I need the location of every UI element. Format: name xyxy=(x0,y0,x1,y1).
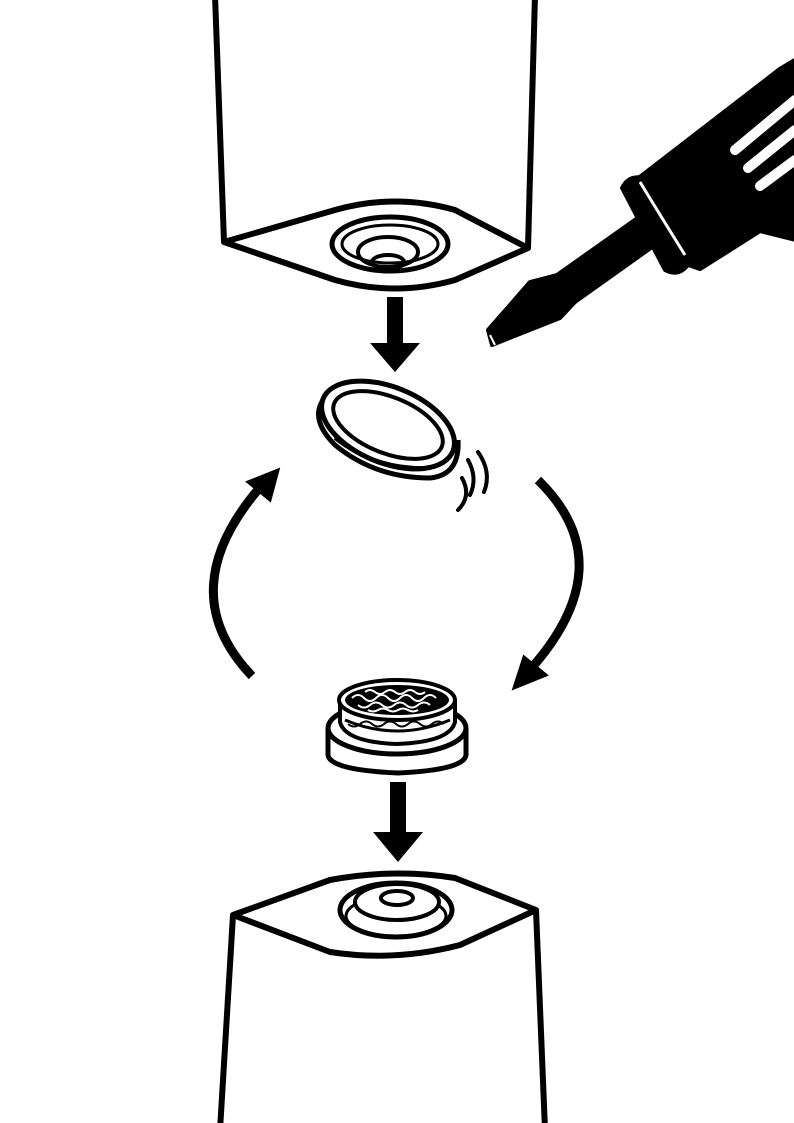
screen-filter-disc xyxy=(325,678,469,776)
device-bottom-port xyxy=(337,880,455,940)
mesh-texture xyxy=(351,689,437,713)
screwdriver-icon xyxy=(486,58,794,347)
rotate-arrow-left xyxy=(209,482,266,680)
rotate-arrow-right xyxy=(524,476,584,676)
arrow-down-icon xyxy=(373,782,423,862)
device-top-port xyxy=(329,214,451,274)
removed-ring xyxy=(316,378,461,481)
mesh-texture-side xyxy=(347,720,445,728)
rotate-arrows-icon xyxy=(209,467,584,691)
device-top-inverted xyxy=(212,0,538,292)
device-bottom-upright xyxy=(217,870,548,1123)
arrow-down-icon xyxy=(370,297,420,372)
motion-lines xyxy=(456,450,489,512)
